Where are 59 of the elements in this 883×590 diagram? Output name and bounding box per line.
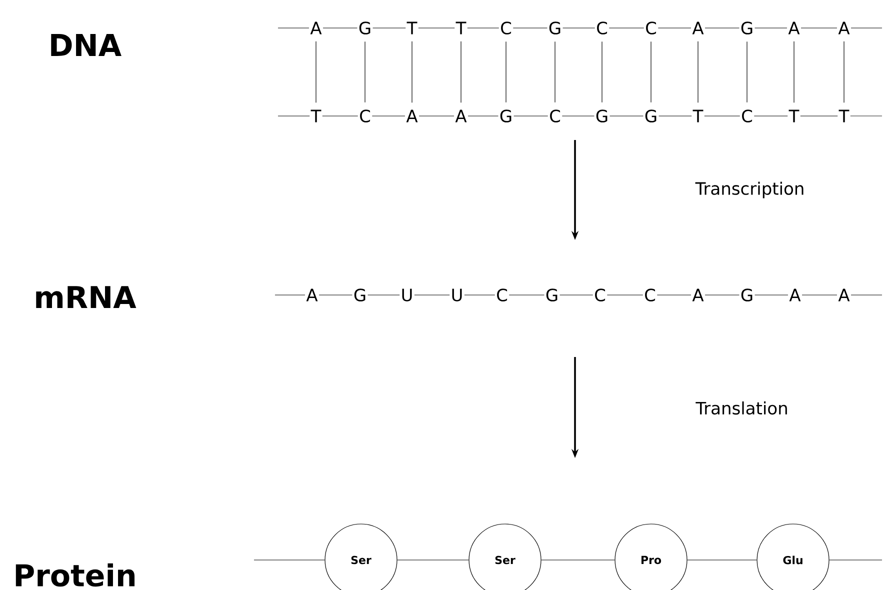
base-letter: G — [645, 110, 656, 122]
base-letter: G — [741, 288, 752, 302]
base-letter: A — [838, 22, 850, 34]
base-letter: A — [788, 22, 800, 34]
strand-line — [414, 294, 450, 296]
strand-line — [274, 294, 306, 296]
strand-line — [754, 294, 788, 296]
strand-line — [606, 294, 644, 296]
base-letter: C — [497, 288, 508, 302]
base-letter: A — [692, 22, 704, 34]
strand-line — [464, 294, 496, 296]
base-letter: A — [306, 288, 318, 302]
base-letter: G — [549, 22, 560, 34]
strand-line — [704, 294, 740, 296]
base-letter: T — [692, 110, 704, 122]
base-letter: A — [692, 288, 704, 302]
stage-heading: mRNA — [36, 286, 136, 308]
base-letter: T — [406, 22, 418, 34]
base-letter: C — [742, 110, 752, 122]
base-letter: G — [596, 110, 608, 122]
strand-line — [318, 294, 353, 296]
base-letter: C — [597, 22, 608, 34]
stage-heading: DNA — [51, 34, 122, 56]
base-letter: A — [838, 288, 850, 302]
base-letter: G — [741, 22, 752, 34]
base-letter: T — [310, 110, 322, 122]
base-letter: C — [360, 110, 370, 122]
strand-line — [508, 294, 545, 296]
strand-line — [802, 294, 838, 296]
base-pair-bond — [364, 41, 366, 103]
base-letter: T — [788, 110, 800, 122]
base-pair-bond — [746, 41, 748, 103]
base-letter: C — [550, 110, 560, 122]
base-letter: A — [406, 110, 418, 122]
strand-line — [368, 294, 400, 296]
base-letter: U — [452, 288, 462, 302]
base-pair-bond — [650, 41, 652, 103]
strand-line — [656, 294, 692, 296]
base-letter: C — [595, 288, 606, 302]
base-letter: U — [402, 288, 412, 302]
base-letter: G — [354, 288, 366, 302]
base-letter: A — [455, 110, 467, 122]
base-pair-bond — [554, 41, 556, 103]
base-letter: C — [646, 22, 656, 34]
base-letter: G — [546, 288, 558, 302]
base-letter: T — [838, 110, 850, 122]
base-letter: T — [456, 22, 466, 34]
process-label: Translation — [696, 401, 787, 415]
base-letter: A — [789, 288, 801, 302]
process-label: Transcription — [695, 182, 804, 198]
strand-line — [850, 294, 882, 296]
stage-heading: Protein — [16, 563, 134, 587]
base-letter: G — [359, 22, 370, 34]
base-pair-bond — [460, 41, 462, 103]
base-letter: C — [501, 22, 512, 34]
base-letter: A — [310, 22, 322, 34]
strand-line — [560, 294, 594, 296]
base-letter: G — [500, 110, 512, 122]
base-letter: C — [645, 288, 656, 302]
